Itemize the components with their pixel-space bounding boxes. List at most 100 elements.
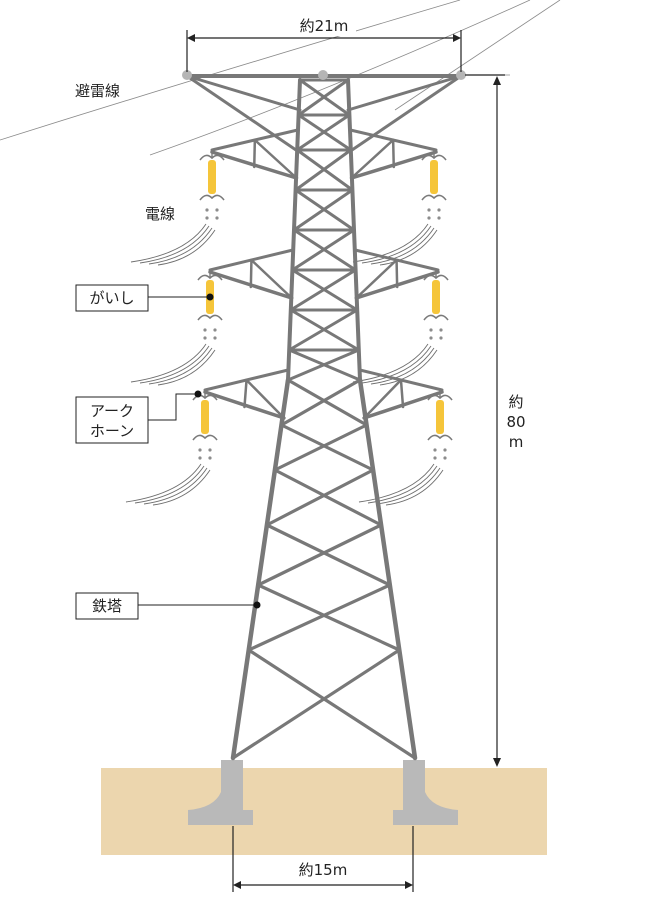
- insulator-string: [436, 400, 444, 434]
- conductor-wire: [152, 469, 211, 506]
- peak-brace: [185, 74, 302, 112]
- conductor-end-dot: [439, 336, 443, 340]
- arc-horn-bottom: [423, 314, 449, 321]
- arc-horn-leader-line: [148, 393, 198, 421]
- tower-brace: [256, 583, 401, 652]
- conductor-end-dot: [203, 336, 207, 340]
- conductor-end-dot: [429, 328, 433, 332]
- peak-brace: [350, 74, 463, 152]
- ground-wire-curve: [0, 0, 461, 141]
- arc-horn-bottom: [421, 194, 447, 201]
- tower-callout-box: [75, 592, 139, 620]
- conductor-wire: [148, 227, 213, 265]
- arc-horn-callout-box: [75, 396, 149, 444]
- conductor-end-dot: [208, 448, 212, 452]
- conductor-end-dot: [433, 456, 437, 460]
- tower-brace: [247, 583, 392, 652]
- insulator-callout-box: [75, 284, 149, 312]
- conductor-wire: [130, 343, 207, 383]
- conductor-wire: [376, 467, 441, 505]
- conductor-end-dot: [437, 216, 441, 220]
- tower-leg-lower-left: [230, 377, 291, 761]
- ground-wire-curve: [149, 0, 531, 156]
- conductor-end-dot: [437, 208, 441, 212]
- tower-brace: [273, 468, 383, 527]
- label-conductor: 電線: [145, 205, 175, 223]
- conductor-wire: [385, 469, 444, 506]
- insulator-string: [201, 400, 209, 434]
- ground-wire-curve: [394, 0, 561, 111]
- tower-brace: [286, 378, 369, 427]
- tower-brace: [295, 113, 351, 152]
- tower-brace: [287, 308, 359, 352]
- crossarm-brace: [350, 138, 395, 180]
- crossarm-brace: [391, 138, 396, 169]
- conductor-end-dot: [427, 208, 431, 212]
- crossarm-brace: [362, 378, 403, 420]
- top-width-dimension: [186, 30, 462, 72]
- conductor-end-dot: [198, 456, 202, 460]
- conductor-end-dot: [205, 216, 209, 220]
- conductor-end-dot: [205, 208, 209, 212]
- conductor-end-dot: [198, 448, 202, 452]
- ground-wire-clamp-right: [456, 70, 466, 80]
- conductor-wire: [143, 467, 208, 505]
- tower-structure: [185, 74, 463, 761]
- conductor-wire: [352, 343, 429, 383]
- height-dimension: [465, 74, 505, 767]
- ground-wire-clamp-left: [182, 70, 192, 80]
- tower-brace: [290, 228, 356, 272]
- conductor-wire: [157, 349, 216, 386]
- insulator-string: [432, 280, 440, 314]
- height-label-line3: m: [509, 433, 524, 451]
- conductor-end-dot: [439, 328, 443, 332]
- conductor-wire: [130, 223, 207, 263]
- tower-leg-lower-right: [357, 377, 418, 761]
- insulator-leader-dot: [206, 293, 214, 301]
- conductor-end-dot: [213, 336, 217, 340]
- base-width-dimension: [232, 826, 414, 892]
- conductor-wire: [125, 463, 202, 503]
- tower-brace: [256, 523, 383, 587]
- top-width-label: 約21m: [300, 17, 349, 35]
- ground-area: [101, 768, 547, 855]
- crossarm-brace: [355, 258, 398, 300]
- conductor-wire: [358, 463, 435, 503]
- peak-brace: [346, 74, 463, 112]
- arc-horn-bottom: [427, 434, 453, 441]
- conductor-wire: [157, 229, 216, 266]
- insulator-string: [208, 160, 216, 194]
- tower-brace: [247, 648, 417, 760]
- top-width-label-bg: [296, 16, 356, 36]
- crossarm-brace: [399, 378, 405, 409]
- peak-brace: [185, 74, 298, 152]
- height-label-line1: 約: [508, 393, 523, 411]
- conductor-wire: [379, 229, 438, 266]
- conductor-end-dot: [427, 216, 431, 220]
- arc-horn-bottom: [197, 314, 223, 321]
- conductor-wire: [139, 225, 210, 264]
- conductor-wire: [361, 345, 432, 384]
- tower-brace: [231, 648, 401, 760]
- crossarm-brace: [395, 258, 399, 289]
- conductor-end-dot: [215, 208, 219, 212]
- conductor-end-dot: [203, 328, 207, 332]
- tower-brace: [292, 188, 354, 232]
- ground-wire-clamp-center: [318, 70, 328, 80]
- conductor-end-dot: [443, 456, 447, 460]
- conductor-end-dot: [433, 448, 437, 452]
- conductor-wire: [148, 347, 213, 385]
- tower-brace: [297, 78, 350, 117]
- label-arc-horn-line1: アーク: [90, 402, 134, 420]
- conductor-wire: [352, 223, 429, 263]
- tower-brace: [273, 423, 369, 472]
- tower-brace: [286, 348, 361, 382]
- conductor-end-dot: [213, 328, 217, 332]
- tower-brace: [289, 268, 358, 312]
- height-label-line2: 80: [506, 413, 525, 431]
- label-arc-horn-line2: ホーン: [90, 422, 134, 440]
- crossarm-brace: [250, 258, 293, 300]
- conductor-end-dot: [429, 336, 433, 340]
